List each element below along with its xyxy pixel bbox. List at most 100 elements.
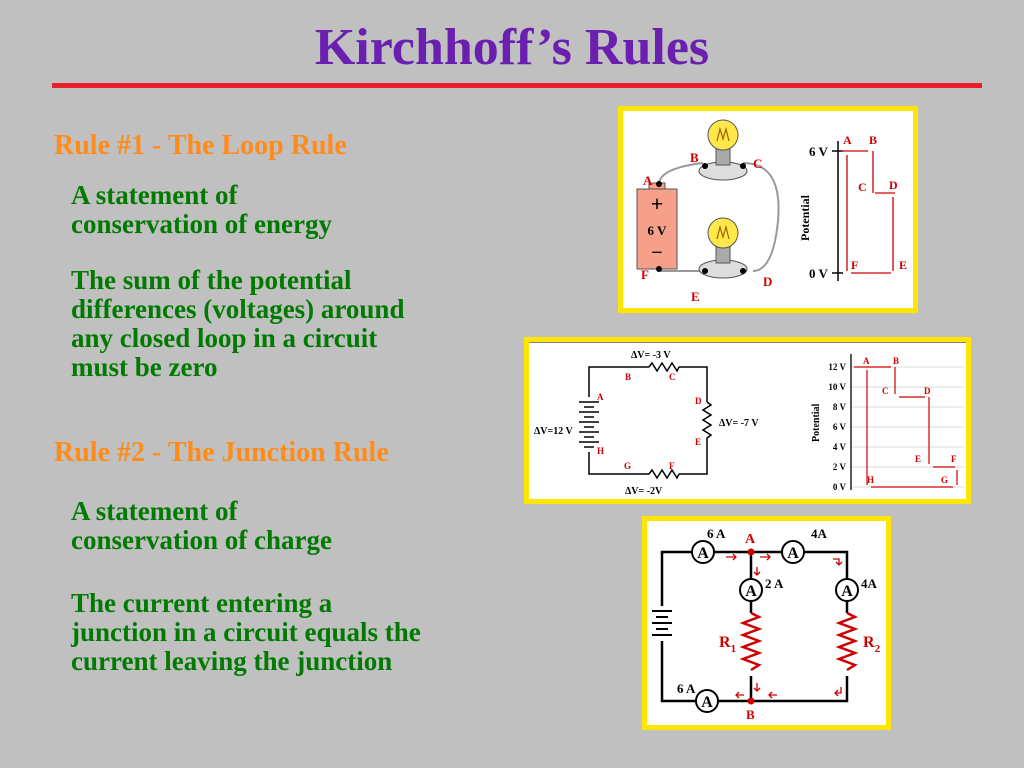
loop-node-a: A [597, 392, 604, 402]
plot2-node-f: F [951, 454, 957, 464]
dv-bottom-label: ΔV= -2V [625, 486, 663, 497]
rule1-description-line: differences (voltages) around [71, 294, 405, 324]
junction-point-b [747, 697, 755, 705]
plot-label-f: F [851, 258, 858, 272]
plot2-axis-label: Potential [811, 403, 822, 442]
loop-node-h: H [597, 446, 604, 456]
current-label: 6 A [677, 681, 696, 696]
loop-node-e: E [695, 437, 701, 447]
loop-circuit-diagram: + 6 V − A B C D E F 6 V 0 V Potential [618, 106, 918, 313]
light-bulb-icon [698, 217, 748, 279]
loop-wires [588, 361, 713, 480]
battery-voltage: 6 V [648, 223, 668, 238]
plot2-tick: 8 V [833, 402, 847, 412]
plot-label-d: D [889, 178, 898, 192]
junction-point-a [747, 548, 755, 556]
plot2-tick: 4 V [833, 442, 847, 452]
node-label-c: C [753, 156, 762, 171]
plot2-tick: 2 V [833, 462, 847, 472]
plot2-gridlines [851, 366, 964, 488]
loop-node-c: C [669, 372, 676, 382]
resistor-r2 [835, 611, 859, 672]
plot2-node-d: D [924, 386, 931, 396]
plot-label-b: B [869, 133, 877, 147]
loop-node-d: D [695, 396, 702, 406]
ammeter-icon: A [835, 578, 859, 602]
current-label: 4A [861, 576, 878, 591]
rule2-description-line: current leaving the junction [71, 646, 393, 676]
rule1-description-line: must be zero [71, 352, 218, 382]
rule2-heading: Rule #2 - The Junction Rule [54, 437, 389, 468]
svg-text:A: A [841, 583, 853, 600]
slide-title: Kirchhoff’s Rules [314, 19, 710, 76]
node-label-a: A [643, 173, 653, 188]
battery [636, 188, 678, 270]
ammeter-icon: A [691, 540, 715, 564]
plot2-node-b: B [893, 356, 899, 366]
junction-battery [652, 610, 672, 636]
ammeter-icon: A [781, 540, 805, 564]
potential-tick-low: 0 V [809, 266, 829, 281]
plot2-tick: 12 V [828, 362, 846, 372]
plot2-tick: 0 V [833, 482, 847, 492]
rule1-statement-line: conservation of energy [71, 209, 332, 239]
plot2-node-a: A [863, 356, 870, 366]
plot2-potential-path [854, 366, 958, 488]
rule2-description-line: junction in a circuit equals the [71, 617, 421, 647]
ammeter-icon: A [739, 578, 763, 602]
rule1-description-line: any closed loop in a circuit [71, 323, 378, 353]
plot2-tick: 10 V [828, 382, 846, 392]
svg-text:A: A [745, 583, 757, 600]
plot2-node-g: G [941, 475, 948, 485]
plot-label-e: E [899, 258, 907, 272]
dv-right-label: ΔV= -7 V [719, 418, 759, 429]
dv-top-label: ΔV= -3 V [631, 350, 671, 361]
rule2-description-line: The current entering a [71, 588, 333, 618]
svg-text:A: A [787, 545, 799, 562]
node-label-b: B [690, 150, 699, 165]
loop-node-b: B [625, 372, 631, 382]
plot2-tick: 6 V [833, 422, 847, 432]
resistor-top [648, 361, 680, 373]
potential-path [841, 150, 895, 274]
junction-label-a: A [745, 532, 756, 547]
plot-label-c: C [858, 180, 867, 194]
node-label-d: D [763, 274, 772, 289]
rule1-statement-line: A statement of [71, 180, 238, 210]
resistor-r1 [739, 611, 763, 672]
battery-cells [579, 401, 599, 448]
rule2-statement: A statement of conservation of charge [71, 497, 332, 555]
current-label: 4A [811, 526, 828, 541]
svg-text:A: A [701, 694, 713, 711]
resistor-label-r2: R2 [863, 634, 881, 655]
rule1-description: The sum of the potential differences (vo… [71, 266, 404, 382]
junction-wires [660, 550, 849, 703]
resistor-right [701, 401, 713, 442]
rule2-description: The current entering a junction in a cir… [71, 589, 421, 676]
current-label: 2 A [765, 576, 784, 591]
current-label: 6 A [707, 526, 726, 541]
loop-node-g: G [624, 461, 631, 471]
plot-label-a: A [843, 133, 852, 147]
light-bulb-icon [698, 119, 748, 181]
current-arrows [726, 553, 843, 699]
rule2-statement-line: A statement of [71, 496, 238, 526]
ammeter-icon: A [695, 689, 719, 713]
plot2-node-c: C [882, 386, 889, 396]
rule2-statement-line: conservation of charge [71, 525, 332, 555]
voltage-loop-diagram: ΔV= -3 V ΔV= -7 V ΔV= -2V ΔV=12 V A B C … [524, 337, 971, 504]
resistor-bottom [648, 468, 680, 480]
loop-node-f: F [669, 461, 675, 471]
node-label-f: F [641, 267, 649, 282]
node-label-e: E [691, 289, 700, 304]
plot2-node-h: H [867, 475, 874, 485]
potential-tick-high: 6 V [809, 144, 829, 159]
battery-minus: − [651, 242, 662, 264]
dv-left-label: ΔV=12 V [534, 426, 574, 437]
battery-plus: + [651, 191, 664, 216]
title-divider [52, 83, 982, 88]
junction-label-b: B [746, 707, 755, 722]
resistor-label-r1: R1 [719, 634, 736, 655]
plot2-node-e: E [915, 454, 921, 464]
rule1-description-line: The sum of the potential [71, 265, 352, 295]
